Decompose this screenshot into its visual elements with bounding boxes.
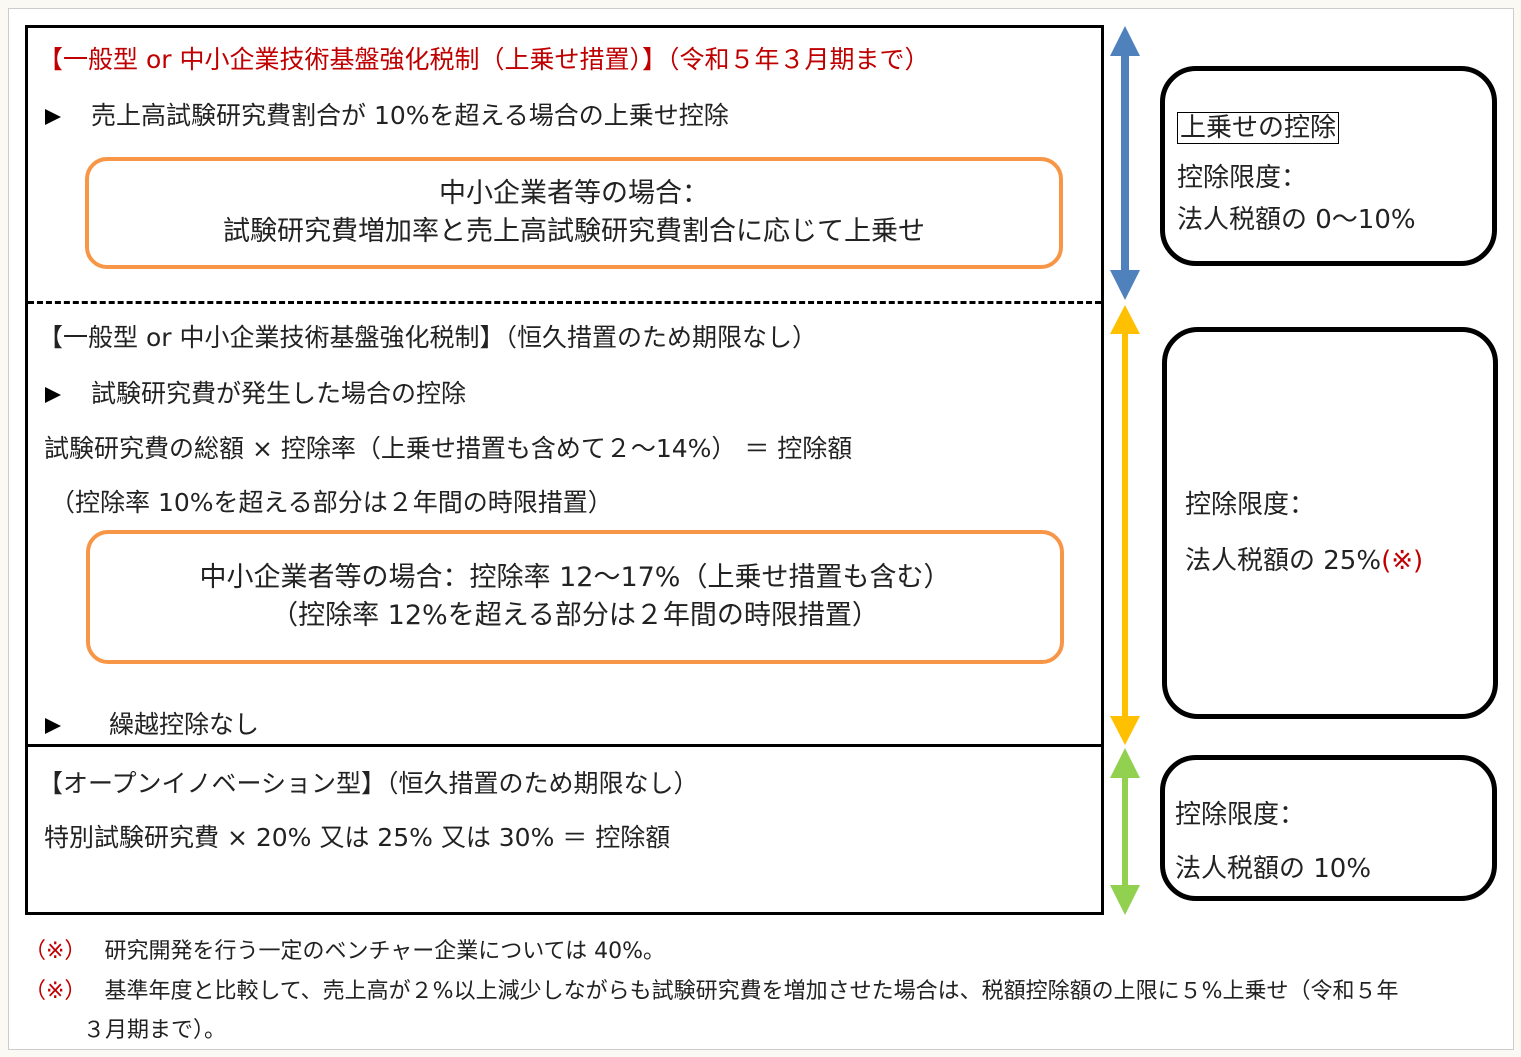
deduction-panel <box>25 25 1104 915</box>
arrow-bullet-icon <box>45 718 61 734</box>
sme-box-line1: 中小企業者等の場合： <box>439 178 709 209</box>
section3-heading: 【オープンイノベーション型】（恒久措置のため期限なし） <box>38 769 699 798</box>
limit-box-3: 控除限度： 法人税額の 10% <box>1160 755 1497 901</box>
section2-bullet: 試験研究費が発生した場合の控除 <box>45 374 466 410</box>
box1-line1: 控除限度： <box>1177 163 1308 193</box>
section3-formula: 特別試験研究費 × 20% 又は 25% 又は 30% ＝ 控除額 <box>44 823 671 852</box>
bullet-text: 売上高試験研究費割合が 10%を超える場合の上乗せ控除 <box>91 101 729 130</box>
section1-bullet: 売上高試験研究費割合が 10%を超える場合の上乗せ控除 <box>45 96 729 132</box>
footnote-mark: (※) <box>1381 546 1424 576</box>
footnote-2: （※） 基準年度と比較して、売上高が２%以上減少しながらも試験研究費を増加させた場… <box>24 973 1399 1005</box>
sme-box-line2: 試験研究費増加率と売上高試験研究費割合に応じて上乗せ <box>223 216 925 247</box>
section2-bullet2: 繰越控除なし <box>45 705 259 741</box>
box3-line1: 控除限度： <box>1175 800 1306 830</box>
solid-divider <box>28 744 1101 747</box>
dashed-divider <box>28 301 1101 304</box>
box3-line2: 法人税額の 10% <box>1175 854 1372 884</box>
section1-heading: 【一般型 or 中小企業技術基盤強化税制（上乗せ措置）】（令和５年３月期まで） <box>38 45 930 74</box>
box2-line1: 控除限度： <box>1185 490 1316 520</box>
bullet-text: 試験研究費が発生した場合の控除 <box>91 379 467 408</box>
page <box>8 8 1514 1050</box>
sme-box-2: 中小企業者等の場合：控除率 12～17%（上乗せ措置も含む） （控除率 12%を… <box>86 530 1064 664</box>
footnote-mark: （※） <box>24 979 87 1004</box>
arrow-bullet-icon <box>45 109 61 125</box>
box1-line2: 法人税額の 0～10% <box>1177 205 1416 235</box>
box2-line2: 法人税額の 25% <box>1185 546 1382 576</box>
limit-box-1: 上乗せの控除 控除限度： 法人税額の 0～10% <box>1160 66 1497 266</box>
sme-box-line2: （控除率 12%を超える部分は２年間の時限措置） <box>271 600 879 631</box>
footnote-1: （※） 研究開発を行う一定のベンチャー企業については 40%。 <box>24 933 665 965</box>
green-double-arrow-icon <box>1110 748 1140 915</box>
blue-double-arrow-icon <box>1110 26 1140 300</box>
arrow-bullet-icon <box>45 387 61 403</box>
box2-line2-wrap: 法人税額の 25%(※) <box>1185 540 1423 577</box>
footnote-2-cont: ３月期まで）。 <box>83 1018 227 1043</box>
sme-box-1: 中小企業者等の場合： 試験研究費増加率と売上高試験研究費割合に応じて上乗せ <box>85 157 1063 269</box>
limit-box-2: 控除限度： 法人税額の 25%(※) <box>1162 327 1498 719</box>
section2-formula: 試験研究費の総額 × 控除率（上乗せ措置も含めて２～14%） ＝ 控除額 <box>44 434 853 463</box>
sme-box-line1: 中小企業者等の場合：控除率 12～17%（上乗せ措置も含む） <box>199 562 951 593</box>
yellow-double-arrow-icon <box>1110 305 1140 745</box>
footnote-mark: （※） <box>24 939 87 964</box>
bullet-text: 繰越控除なし <box>109 710 260 739</box>
footnote-text: 基準年度と比較して、売上高が２%以上減少しながらも試験研究費を増加させた場合は、… <box>104 979 1399 1004</box>
section2-note: （控除率 10%を超える部分は２年間の時限措置） <box>50 488 613 517</box>
box1-title: 上乗せの控除 <box>1177 112 1340 144</box>
section2-heading: 【一般型 or 中小企業技術基盤強化税制】（恒久措置のため期限なし） <box>38 323 817 352</box>
footnote-text: 研究開発を行う一定のベンチャー企業については 40%。 <box>104 939 666 964</box>
